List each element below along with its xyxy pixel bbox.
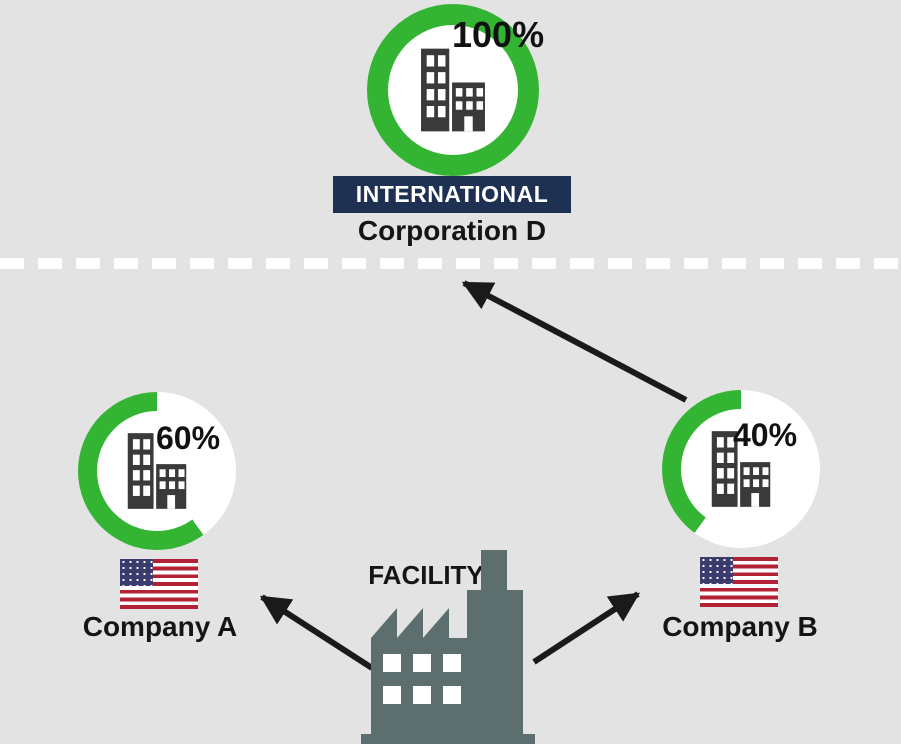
corporation-d-label: Corporation D — [357, 215, 547, 246]
us-flag-icon — [120, 559, 198, 609]
company-b-ownership: 40% — [733, 417, 798, 453]
company-a-label: Company A — [82, 611, 238, 642]
company-b-ownership-ring — [662, 390, 820, 548]
international-banner: INTERNATIONAL — [333, 176, 571, 213]
company-a-ownership: 60% — [156, 420, 221, 456]
company-a-ownership-ring — [78, 392, 236, 550]
building-icon — [421, 48, 485, 132]
flag-canton — [700, 557, 733, 584]
corporation-d-ownership: 100% — [452, 14, 545, 55]
flag-canton — [120, 559, 153, 586]
company-b-label: Company B — [662, 611, 818, 642]
jurisdiction-divider — [0, 258, 901, 269]
corporation-d-ownership-ring — [367, 4, 539, 176]
factory-icon — [361, 550, 535, 744]
us-flag-icon — [700, 557, 778, 607]
arrow-company-b-to-corporation-d — [461, 280, 688, 403]
building-icon — [127, 433, 187, 509]
facility-label: FACILITY — [368, 560, 484, 590]
building-icon — [711, 431, 771, 507]
